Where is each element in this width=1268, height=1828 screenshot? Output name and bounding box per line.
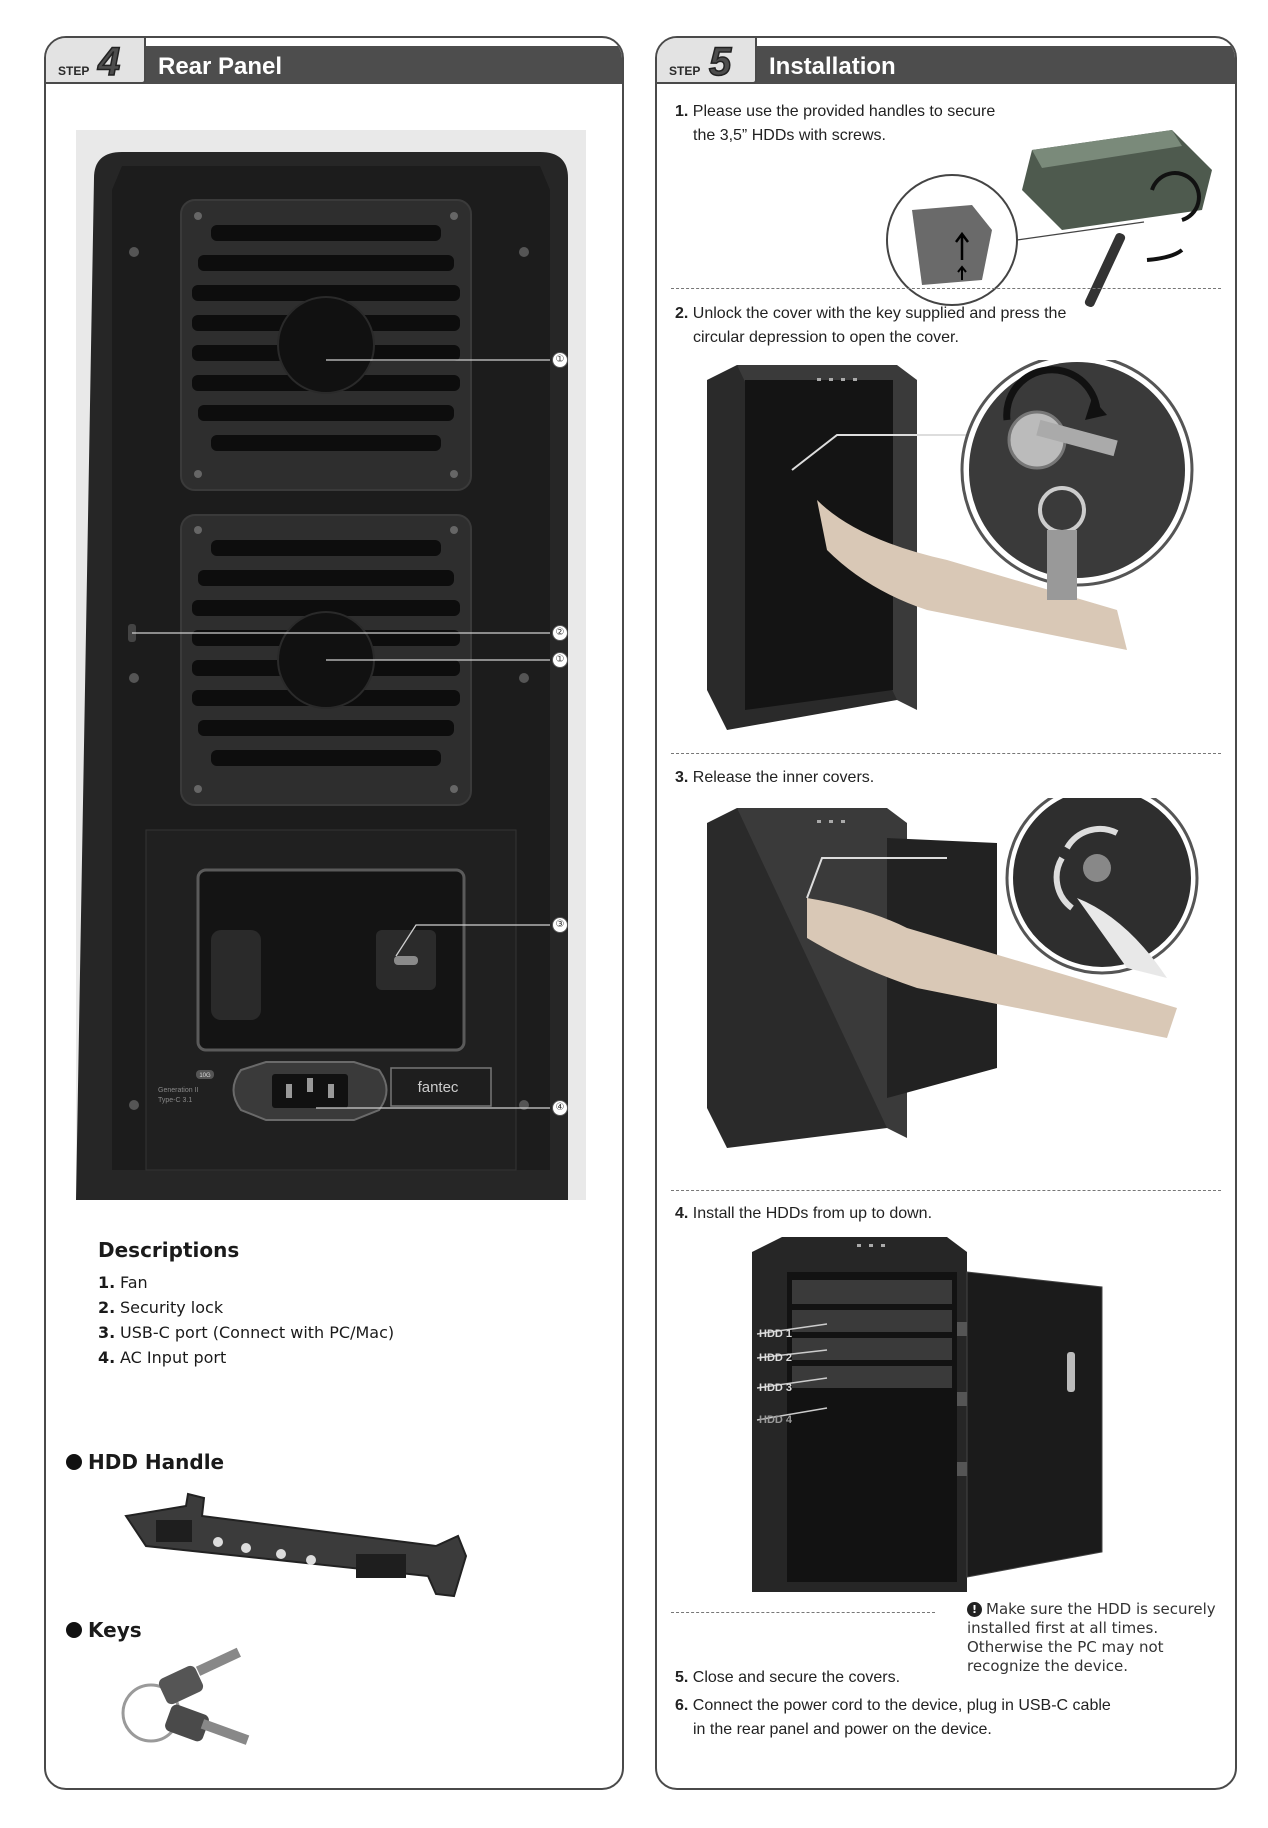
instruction-step-3: 3. Release the inner covers. — [675, 769, 875, 786]
bullet-icon — [66, 1622, 82, 1638]
release-inner-covers-figure — [707, 798, 1199, 1148]
step-number: 5 — [708, 39, 732, 85]
installation-section: STEP 5 Installation 1. Please use the pr… — [655, 36, 1237, 1790]
callout-fan-1: ① — [552, 352, 568, 368]
fan-1 — [180, 199, 472, 491]
install-hdds-figure — [752, 1237, 1103, 1592]
hdd-3-label: HDD 3 — [759, 1382, 793, 1394]
callout-lines — [132, 359, 550, 1109]
divider — [671, 288, 1221, 289]
section-title: Installation — [769, 53, 896, 80]
usb-c-port — [394, 956, 418, 965]
step-5-header: STEP 5 Installation — [657, 38, 1235, 86]
hdd-handle-icon — [124, 1492, 468, 1598]
hdd-handle-screw-figure — [886, 130, 1212, 308]
callout-ac-input: ④ — [552, 1100, 568, 1116]
brand-logo-text: fantec — [418, 1079, 459, 1096]
callout-fan-2: ① — [552, 652, 568, 668]
divider — [671, 1612, 935, 1613]
section-title: Rear Panel — [158, 53, 283, 80]
instruction-step-4: 4. Install the HDDs from up to down. — [675, 1205, 933, 1222]
generation-label: Generation II — [158, 1087, 199, 1094]
step-header-bar — [126, 46, 622, 84]
warning-text: Make sure the HDD is securely installed … — [967, 1600, 1216, 1675]
divider — [671, 753, 1221, 754]
list-item: 4.AC Input port — [98, 1348, 227, 1367]
warning-note: !Make sure the HDD is securely installed… — [967, 1600, 1227, 1676]
keys-icon — [121, 1647, 250, 1745]
step-4-header: STEP 4 Rear Panel — [46, 38, 622, 86]
list-item: 2.Security lock — [98, 1298, 224, 1317]
instruction-step-2: 2. Unlock the cover with the key supplie… — [675, 305, 1067, 346]
hdd-4-label: HDD 4 — [759, 1414, 793, 1426]
instruction-step-1: 1. Please use the provided handles to se… — [675, 103, 996, 144]
instruction-step-6: 6. Connect the power cord to the device,… — [675, 1697, 1111, 1738]
step-header-bar — [737, 46, 1235, 84]
descriptions-heading: Descriptions — [98, 1238, 240, 1262]
rear-panel-figure: fantec Generation II Type-C 3.1 10G ① ② … — [76, 130, 586, 1200]
hdd-2-label: HDD 2 — [759, 1352, 793, 1364]
callout-usb-c: ③ — [552, 917, 568, 933]
warning-icon: ! — [967, 1602, 982, 1617]
hdd-handle-image — [106, 1476, 476, 1626]
instruction-step-5: 5. Close and secure the covers. — [675, 1669, 901, 1686]
step-tab: STEP 5 — [657, 38, 757, 85]
type-label: Type-C 3.1 — [158, 1097, 192, 1104]
unlock-cover-figure — [707, 360, 1194, 730]
list-item: 1.Fan — [98, 1273, 148, 1292]
step-number: 4 — [97, 39, 121, 85]
bullet-icon — [66, 1454, 82, 1470]
keys-heading: Keys — [66, 1618, 142, 1642]
step-tab: STEP 4 — [46, 38, 146, 85]
step-word: STEP — [669, 64, 701, 78]
descriptions-list: Descriptions 1.Fan 2.Security lock 3.USB… — [98, 1238, 394, 1370]
rear-panel-section: STEP 4 Rear Panel — [44, 36, 624, 1790]
keys-image — [101, 1643, 261, 1763]
hdd-1-label: HDD 1 — [759, 1328, 793, 1340]
speed-tag: 10G — [199, 1073, 211, 1079]
hdd-handle-heading: HDD Handle — [66, 1450, 224, 1474]
divider — [671, 1190, 1221, 1191]
rear-panel-illustration: fantec Generation II Type-C 3.1 10G — [76, 130, 586, 1200]
list-item: 3.USB-C port (Connect with PC/Mac) — [98, 1323, 395, 1342]
step-word: STEP — [58, 64, 90, 78]
callout-security-lock: ② — [552, 625, 568, 641]
